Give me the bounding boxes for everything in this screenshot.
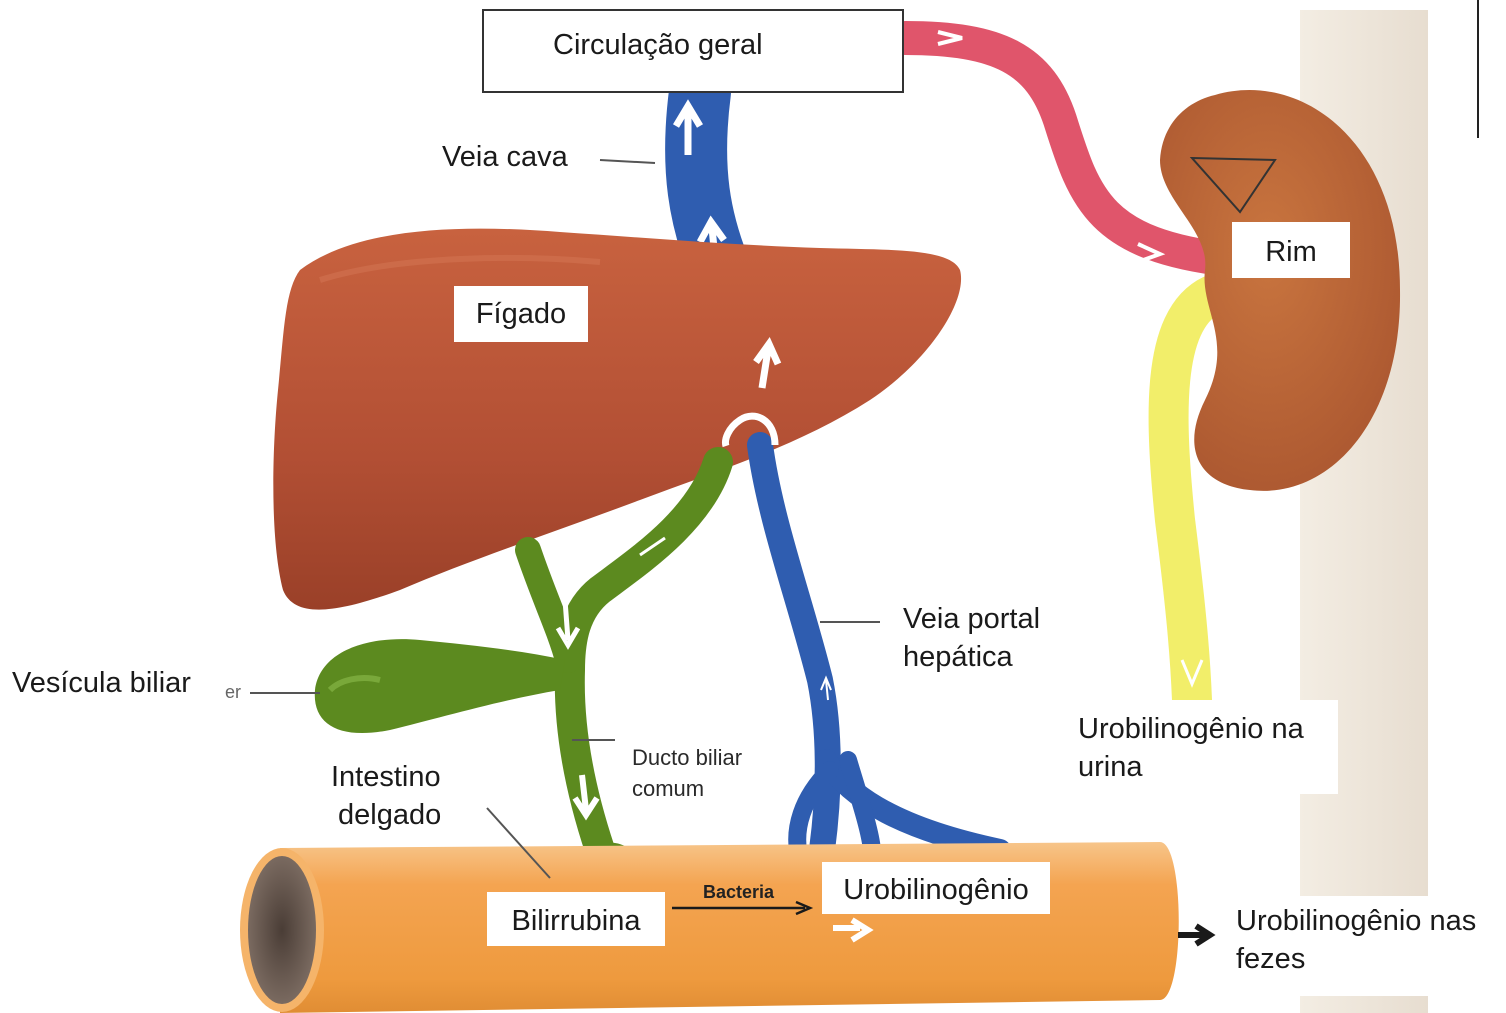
- label-ducto-line1: Ducto biliar: [632, 742, 742, 773]
- label-veia-cava: Veia cava: [442, 138, 568, 176]
- label-veia-portal-line1: Veia portal: [903, 600, 1040, 638]
- label-veia-portal-line2: hepática: [903, 638, 1013, 676]
- label-urina-line1: Urobilinogênio na: [1078, 710, 1304, 748]
- label-ducto-line2: comum: [632, 773, 704, 804]
- label-fezes-line2: fezes: [1236, 940, 1305, 978]
- label-circulacao-geral: Circulação geral: [553, 26, 763, 64]
- label-intestino-line1: Intestino: [331, 758, 441, 796]
- label-vesicula-biliar: Vesícula biliar: [12, 664, 191, 702]
- right-margin: [1428, 10, 1506, 1013]
- label-fezes-line1: Urobilinogênio nas: [1236, 902, 1476, 940]
- label-urobilinogenio: Urobilinogênio: [822, 862, 1050, 914]
- intestine-lumen: [248, 856, 316, 1004]
- label-urina-line2: urina: [1078, 748, 1143, 786]
- label-bacteria: Bacteria: [703, 880, 774, 904]
- label-bilirrubina: Bilirrubina: [487, 892, 665, 946]
- label-figado: Fígado: [454, 286, 588, 342]
- label-intestino-line2: delgado: [338, 796, 441, 834]
- label-rim: Rim: [1232, 222, 1350, 278]
- label-vesicula-fragment: er: [225, 680, 241, 704]
